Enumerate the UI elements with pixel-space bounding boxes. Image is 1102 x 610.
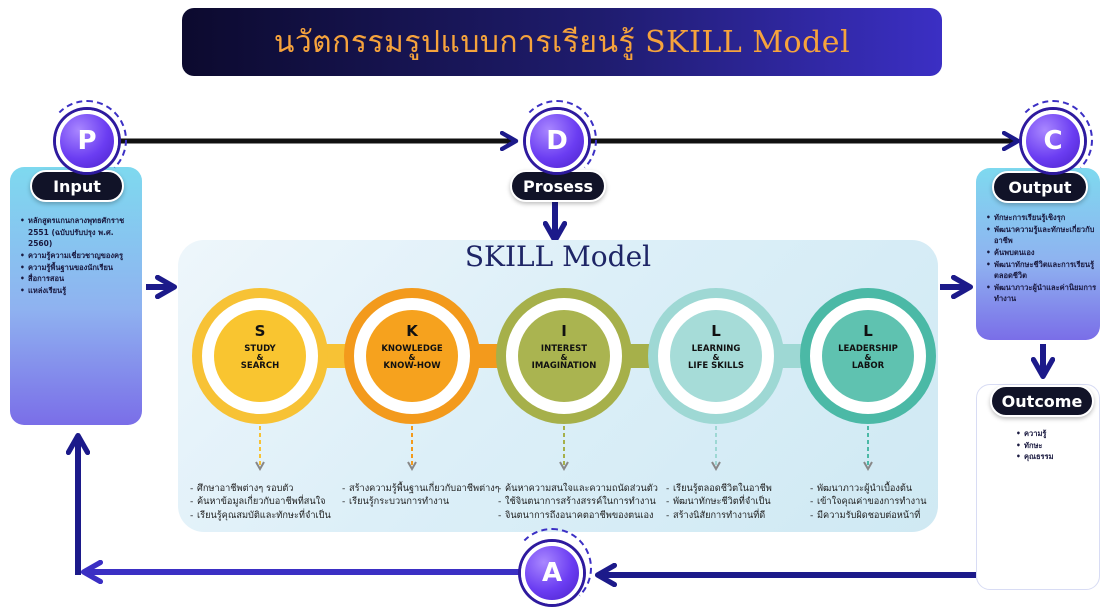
list-item: ความรู้ความเชี่ยวชาญของครู [20,250,140,262]
step-ring-s: S STUDY & SEARCH [192,288,328,424]
list-item: ค้นหาความสนใจและความถนัดส่วนตัว [498,482,658,496]
step-amp: & [712,353,720,363]
step-amp: & [408,353,416,363]
step-amp: & [864,353,872,363]
badge-ring-p [47,100,127,180]
badge-c: C [1022,110,1084,172]
ring-link [326,344,348,368]
step-ring-l2: L LEADERSHIP & LABOR [800,288,936,424]
step-core: L LEARNING & LIFE SKILLS [670,310,762,402]
list-item: ความรู้ [1016,428,1094,440]
step-line1: LEARNING [691,344,741,354]
outcome-list: ความรู้ ทักษะ คุณธรรม [1016,428,1094,463]
badge-ring-d [517,100,597,180]
list-item: หลักสูตรแกนกลางพุทธศักราช 2551 (ฉบับปรับ… [20,215,140,250]
list-item: ศึกษาอาชีพต่างๆ รอบตัว [190,482,330,496]
process-label: Prosess [510,170,606,202]
badge-ring-a [512,528,592,608]
step-line1: STUDY [244,344,276,354]
step-core: I INTEREST & IMAGINATION [518,310,610,402]
step-details-i: ค้นหาความสนใจและความถนัดส่วนตัว ใช้จินตน… [498,482,658,523]
step-line2: SEARCH [240,361,280,372]
step-line2: KNOW-HOW [383,361,441,372]
step-core: S STUDY & SEARCH [214,310,306,402]
output-list: ทักษะการเรียนรู้เชิงรุก พัฒนาความรู้และท… [986,212,1098,305]
step-details-l2: พัฒนาภาวะผู้นำเบื้องต้น เข้าใจคุณค่าของก… [810,482,940,522]
step-ring-l1: L LEARNING & LIFE SKILLS [648,288,784,424]
list-item: พัฒนาภาวะผู้นำเบื้องต้น [810,482,940,496]
step-details-s: ศึกษาอาชีพต่างๆ รอบตัว ค้นหาข้อมูลเกี่ยว… [190,482,331,523]
list-item: เรียนรู้คุณสมบัติและทักษะที่จำเป็น [190,509,331,523]
badge-d: D [526,110,588,172]
list-item: พัฒนาทักษะชีวิตและการเรียนรู้ตลอดชีวิต [986,259,1098,282]
step-line1: LEADERSHIP [838,344,898,354]
outcome-label: Outcome [990,385,1094,417]
step-line1: KNOWLEDGE [381,344,443,354]
list-item: สื่อการสอน [20,273,140,285]
list-item: ใช้จินตนาการสร้างสรรค์ในการทำงาน [498,495,656,509]
title-banner: นวัตกรรมรูปแบบการเรียนรู้ SKILL Model [182,8,942,76]
badge-ring-c [1013,100,1093,180]
list-item: ทักษะการเรียนรู้เชิงรุก [986,212,1098,224]
step-core: K KNOWLEDGE & KNOW-HOW [366,310,458,402]
list-item: พัฒนาความรู้และทักษะเกี่ยวกับอาชีพ [986,224,1098,247]
step-letter: L [863,322,873,340]
list-item: สร้างความรู้พื้นฐานเกี่ยวกับอาชีพต่างๆ [342,482,500,496]
list-item: เข้าใจคุณค่าของการทำงาน [810,495,940,509]
step-letter: I [561,322,567,340]
badge-p: P [56,110,118,172]
step-letter: S [254,322,266,340]
input-list: หลักสูตรแกนกลางพุทธศักราช 2551 (ฉบับปรับ… [20,215,140,296]
ring-link [782,344,804,368]
step-amp: & [560,353,568,363]
ring-link [478,344,500,368]
step-line1: INTEREST [540,344,588,354]
ring-link [630,344,652,368]
step-letter: L [711,322,721,340]
list-item: แหล่งเรียนรู้ [20,285,140,297]
list-item: คุณธรรม [1016,451,1094,463]
step-ring-k: K KNOWLEDGE & KNOW-HOW [344,288,480,424]
outcome-panel [976,384,1100,590]
list-item: มีความรับผิดชอบต่อหน้าที่ [810,509,940,523]
list-item: พัฒนาทักษะชีวิตที่จำเป็น [666,495,796,509]
list-item: พัฒนาภาวะผู้นำและค่านิยมการทำงาน [986,282,1098,305]
list-item: สร้างนิสัยการทำงานที่ดี [666,509,796,523]
step-line2: IMAGINATION [531,361,597,372]
step-details-l1: เรียนรู้ตลอดชีวิตในอาชีพ พัฒนาทักษะชีวิต… [666,482,796,522]
page-title: นวัตกรรมรูปแบบการเรียนรู้ SKILL Model [273,24,851,60]
list-item: ค้นหาข้อมูลเกี่ยวกับอาชีพที่สนใจ [190,495,330,509]
step-letter: K [406,322,418,340]
list-item: จินตนาการถึงอนาคตอาชีพของตนเอง [498,509,654,523]
step-ring-i: I INTEREST & IMAGINATION [496,288,632,424]
badge-a: A [521,542,583,604]
step-details-k: สร้างความรู้พื้นฐานเกี่ยวกับอาชีพต่างๆ เ… [342,482,500,509]
list-item: ทักษะ [1016,440,1094,452]
step-line2: LIFE SKILLS [688,361,744,372]
skill-model-title: SKILL Model [464,240,652,273]
list-item: ความรู้พื้นฐานของนักเรียน [20,262,140,274]
step-amp: & [256,353,264,363]
list-item: ค้นพบตนเอง [986,247,1098,259]
step-line2: LABOR [851,361,885,372]
list-item: เรียนรู้ตลอดชีวิตในอาชีพ [666,482,796,496]
step-core: L LEADERSHIP & LABOR [822,310,914,402]
list-item: เรียนรู้กระบวนการทำงาน [342,495,488,509]
